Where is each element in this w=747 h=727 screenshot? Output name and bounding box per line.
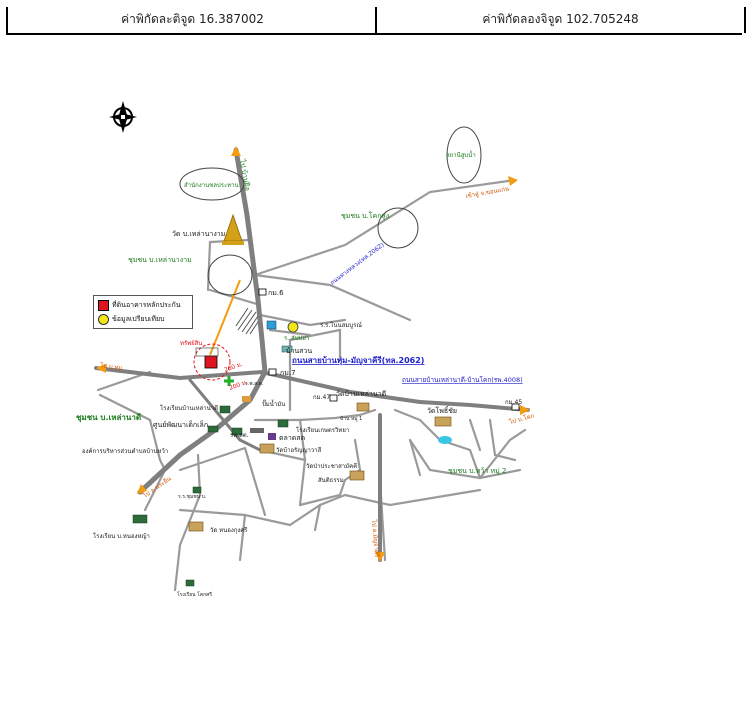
community-ban-wa-label: ชุมชน บ.หว้า หมู่ 2 (448, 467, 506, 475)
temple-center-label: วัดป่าประชาสามัคคี (306, 462, 357, 470)
school-nong-ya-label: โรงเรียน บ.หนองหญ้า (93, 532, 150, 540)
to-mancha-label: ไป อ.มัญจาคีรี (370, 518, 381, 558)
school-icon-tao (231, 427, 243, 436)
km-marker-7 (268, 368, 277, 376)
water-station-label: สถานีสูบน้ำ (446, 149, 476, 159)
market-label: ตลาดสด (279, 434, 305, 442)
legend-item-comparison: ข้อมูลเปรียบเทียบ (98, 313, 165, 325)
zone-circle-northeast (446, 126, 482, 184)
ban-suan-icon (281, 345, 293, 353)
zone-circle-khok-sung (377, 207, 419, 249)
wat-office-label: วัดบ้าอรัญญาวาสี (276, 446, 322, 454)
temple-icons (188, 213, 452, 532)
tao-office-label: องค์การบริหารส่วนตำบลบ้านหว้า (82, 447, 168, 455)
latitude-cell: ค่าพิกัดละติจูด 16.387002 (6, 7, 377, 33)
main-road-network (94, 147, 530, 562)
zone-circle-northwest (179, 167, 245, 201)
wat-lao-na-ngam-label: วัด บ.เหล่านางาม (172, 230, 225, 238)
community-khok-sung-label: ชุมชน บ.โคกสูง (341, 211, 389, 220)
hospital-icon (224, 376, 234, 386)
community-lao-na-ngam-label: ชุมชน บ.เหล่านางาม (128, 256, 192, 264)
direction-arrow-east (520, 405, 530, 415)
coordinate-header: ค่าพิกัดละติจูด 16.387002 ค่าพิกัดลองจิจ… (6, 7, 746, 35)
longitude-cell: ค่าพิกัดลองจิจูด 102.705248 (375, 7, 746, 33)
km-marker-45 (511, 403, 520, 411)
temple-santi-label: สันติธรรม (318, 477, 344, 484)
zone-circle-lao-na-ngam (207, 254, 253, 296)
school-lao-na-di-label: โรงเรียนบ้านเหล่านาดี (160, 404, 218, 412)
main-road-label: ถนนสายบ้านทุ่ม-มัญจาคีรี(ทล.2062) (292, 355, 424, 366)
subject-leader-line (209, 279, 241, 356)
school-khok-label: ร.ร.โนนสมบูรณ์ (320, 321, 362, 329)
ban-suan-label: บ้านสวน (286, 347, 312, 355)
school-icon-lao-na-di (219, 405, 231, 414)
health-post-label: ร.ร.ชุมชน บ. (178, 494, 207, 500)
legend-comparison-swatch (98, 313, 109, 325)
direction-arrow-west (96, 364, 106, 373)
subject-marker (195, 347, 219, 369)
school-icon-kaset (277, 419, 289, 428)
to-khon-kaen-label: เข้าสู่ จ.ขอนแก่น (465, 185, 509, 200)
km45-label: กม.45 (505, 399, 522, 406)
market-icon (268, 433, 276, 440)
wat-pho-chai-label: วัดโพธิ์ชัย (427, 405, 457, 415)
km6-label: กม.6 (268, 289, 284, 297)
school-sappaya-label: ร. สัปปยา (284, 335, 309, 342)
community-lao-na-di-label: ชุมชน บ.เหล่านาดี (76, 412, 141, 423)
police-label: ร.พ.ส.ต. (245, 381, 264, 387)
school-icon-sappaya (266, 320, 277, 330)
irrigation-office-label: สำนักงานชลประทาน (184, 182, 239, 189)
legend-subject-label: ที่ดินอาคารหลักประกัน (112, 301, 181, 309)
km-markers (258, 288, 520, 411)
school-icon-khok-si (185, 579, 195, 587)
gas-station-label: ปั๊มน้ำมัน (262, 398, 285, 408)
km7-label: กม.7 (280, 369, 296, 377)
school-icon-nong-ya (132, 514, 148, 524)
km-marker-47 (329, 394, 338, 402)
direction-arrow-southwest (137, 484, 147, 494)
km47-label: กม.47 (313, 394, 330, 401)
reference-circles (179, 126, 482, 296)
km-marker-6 (258, 288, 267, 296)
direction-arrow-northeast (508, 176, 518, 186)
railway-icon (250, 428, 264, 433)
direction-arrows (96, 146, 530, 562)
temple-icon-lao-na-di (356, 402, 370, 412)
road-4008-label: ถนนสายบ้านเหล่านาดี-บ้านโคก(รพ.4008) (402, 376, 523, 384)
legend-item-subject: ที่ดินอาคารหลักประกัน (98, 299, 181, 311)
subject-radius-ring (193, 343, 231, 381)
legend-subject-swatch (98, 299, 109, 311)
school-kaset-label: โรงเรียนเกษตรวิทยา (296, 426, 349, 434)
direction-arrow-south (375, 552, 385, 562)
subject-label: ทรัพย์สิน (180, 339, 202, 347)
hatched-field (235, 307, 259, 335)
school-icons (132, 405, 289, 587)
hospital-label: รพ.สต. (230, 432, 249, 439)
temple-icon-santi (349, 470, 365, 481)
school-icon-health (192, 486, 202, 494)
subject-building-icon (204, 355, 218, 369)
school-khok-si-label: โรงเรียน โคกศรี (177, 591, 212, 598)
map-legend: ที่ดินอาคารหลักประกัน ข้อมูลเปรียบเทียบ (93, 295, 193, 329)
wat-ban-lao-na-di-label: วัดบ้านเหล่านาดี (336, 390, 386, 398)
wat-nong-ya-label: วัด หนองกุงศรี (210, 526, 248, 534)
direction-arrow-north (231, 146, 241, 156)
temple-icon-lao-na-ngam (222, 213, 244, 245)
village-1-label: บ้าน หมู่ 1 (340, 415, 362, 422)
to-ban-tum-label: ไป บ.ทุ่ม (99, 361, 123, 372)
comparison-marker-icon (287, 321, 299, 333)
temple-icon-pho-chai (434, 416, 452, 427)
temple-icon-nong-ya (188, 521, 204, 532)
legend-comparison-label: ข้อมูลเปรียบเทียบ (112, 315, 165, 323)
pond-icon (438, 436, 452, 444)
child-center-label: ศูนย์พัฒนาเด็กเล็ก (153, 420, 208, 429)
gas-station-icon (242, 396, 251, 402)
school-icon-child-center (207, 425, 219, 433)
temple-icon-office (259, 443, 275, 454)
compass-north-icon (109, 101, 137, 133)
